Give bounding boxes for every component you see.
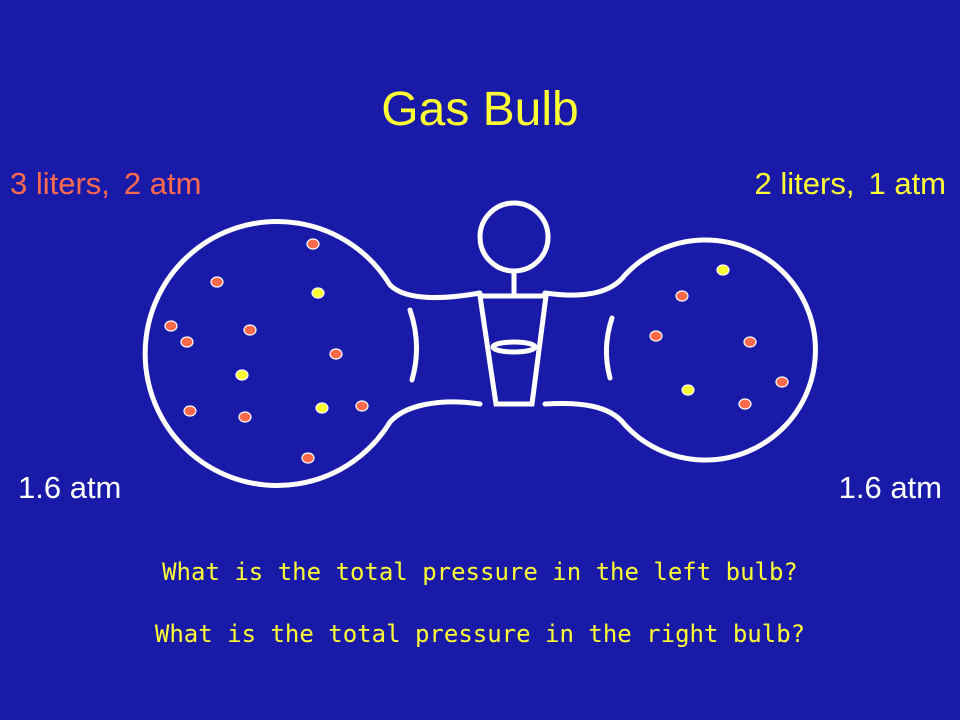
gas-molecule-red xyxy=(355,400,369,412)
right-bulb-pressure: 1 atm xyxy=(868,166,946,201)
right-bulb-volume: 2 liters, xyxy=(754,166,855,201)
gas-molecule-yellow xyxy=(235,369,249,381)
gas-molecule-yellow xyxy=(311,287,325,299)
gas-molecule-red xyxy=(306,238,320,250)
gas-molecule-red xyxy=(180,336,194,348)
gas-molecule-red xyxy=(329,348,343,360)
right-bulb-spec: 2 liters, 1 atm xyxy=(755,166,946,202)
gas-molecule-red xyxy=(675,290,689,302)
left-bulb-spec: 3 liters, 2 atm xyxy=(10,166,201,202)
molecules xyxy=(164,238,789,464)
gas-molecule-red xyxy=(238,411,252,423)
left-bulb-result: 1.6 atm xyxy=(18,470,122,505)
right-bulb-result: 1.6 atm xyxy=(838,470,942,505)
stopcock-valve xyxy=(477,293,549,407)
gas-molecule-red xyxy=(210,276,224,288)
left-bulb-outline xyxy=(142,219,483,488)
gas-molecule-red xyxy=(301,452,315,464)
right-inner-mark xyxy=(604,315,615,381)
gas-molecule-red xyxy=(164,320,178,332)
stopcock-handle xyxy=(477,200,551,274)
right-bulb-outline xyxy=(542,237,818,463)
question-right: What is the total pressure in the right … xyxy=(154,620,806,648)
gas-molecule-red xyxy=(775,376,789,388)
slide-title: Gas Bulb xyxy=(381,83,579,136)
gas-molecule-yellow xyxy=(315,402,329,414)
left-bulb-volume: 3 liters, xyxy=(10,166,110,201)
left-inner-mark xyxy=(407,307,420,383)
stopcock-bore xyxy=(490,339,538,355)
gas-molecule-red xyxy=(183,405,197,417)
gas-molecule-yellow xyxy=(716,264,730,276)
left-bulb-pressure: 2 atm xyxy=(123,166,202,201)
gas-molecule-red xyxy=(743,336,757,348)
question-left: What is the total pressure in the left b… xyxy=(162,558,798,586)
gas-molecule-red xyxy=(243,324,257,336)
gas-molecule-red xyxy=(738,398,752,410)
gas-molecule-yellow xyxy=(681,384,695,396)
gas-molecule-red xyxy=(649,330,663,342)
